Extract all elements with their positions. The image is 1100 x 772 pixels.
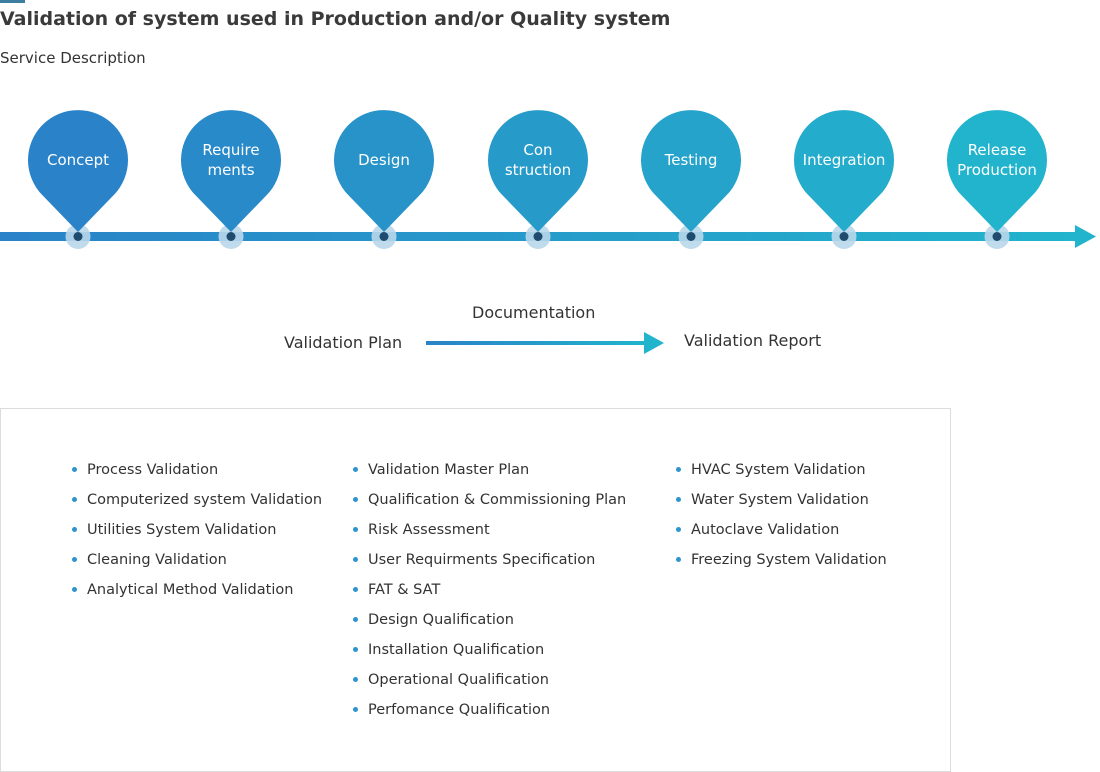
list-item: Process Validation (72, 461, 322, 491)
bullet-icon (676, 527, 681, 532)
process-timeline: Concept Require ments Design Con struction Tes… (0, 100, 1100, 260)
stage-label: Design (334, 150, 434, 170)
stage-label-line: Design (358, 151, 410, 169)
bullet-icon (353, 557, 358, 562)
documentation-arrowhead (644, 332, 664, 354)
stage-label-line: Integration (802, 151, 886, 169)
stage-label-line: Require (202, 141, 260, 159)
bullet-icon (353, 677, 358, 682)
timeline-node-dot (686, 232, 696, 241)
stage-label-line: Con (523, 141, 553, 159)
list-item: Validation Master Plan (353, 461, 626, 491)
bullet-icon (353, 497, 358, 502)
stage-label-line: Release (967, 141, 1027, 159)
stage-pin-marker (641, 110, 741, 232)
timeline-node-dot (73, 232, 83, 241)
timeline-node-dot (379, 232, 389, 241)
service-list-documents: Validation Master Plan Qualification & C… (353, 461, 626, 731)
list-item: Utilities System Validation (72, 521, 322, 551)
stage-pin-marker (947, 110, 1047, 232)
list-item: Perfomance Qualification (353, 701, 626, 731)
list-item: Freezing System Validation (676, 551, 887, 581)
documentation-arrow-line (426, 341, 646, 345)
stage-label-line: Testing (664, 151, 718, 169)
stage-label-line: struction (504, 161, 572, 179)
stage-pin-marker (794, 110, 894, 232)
bullet-icon (353, 647, 358, 652)
stage-label-line: Production (957, 161, 1037, 179)
stage-pin-marker (488, 110, 588, 232)
bullet-icon (72, 497, 77, 502)
list-item: Qualification & Commissioning Plan (353, 491, 626, 521)
bullet-icon (72, 527, 77, 532)
page-title: Validation of system used in Production … (0, 8, 671, 30)
bullet-icon (72, 467, 77, 472)
documentation-label: Documentation (472, 303, 596, 322)
bullet-icon (72, 587, 77, 592)
list-item: Design Qualification (353, 611, 626, 641)
bullet-icon (353, 587, 358, 592)
timeline-arrowhead (1075, 225, 1096, 248)
stage-label-line: Concept (46, 151, 110, 169)
list-item: Operational Qualification (353, 671, 626, 701)
timeline-node-dot (839, 232, 849, 241)
stage-pin-marker (181, 110, 281, 232)
stage-label-line: ments (207, 161, 255, 179)
bullet-icon (676, 557, 681, 562)
list-item: Cleaning Validation (72, 551, 322, 581)
stage-label: Integration (794, 150, 894, 170)
stage-label: Concept (28, 150, 128, 170)
list-item: Installation Qualification (353, 641, 626, 671)
stage-label: Con struction (488, 140, 588, 180)
bullet-icon (353, 617, 358, 622)
list-item: Autoclave Validation (676, 521, 887, 551)
stage-pin-marker (28, 110, 129, 232)
service-list-general: Process Validation Computerized system V… (72, 461, 322, 611)
list-item: Risk Assessment (353, 521, 626, 551)
header-accent-bar (0, 0, 25, 3)
list-item: FAT & SAT (353, 581, 626, 611)
stage-pin-marker (333, 110, 434, 232)
service-description-panel: Process Validation Computerized system V… (0, 408, 951, 772)
page-subtitle: Service Description (0, 49, 146, 67)
bullet-icon (72, 557, 77, 562)
timeline-node-dot (226, 232, 236, 241)
service-list-systems: HVAC System Validation Water System Vali… (676, 461, 887, 581)
validation-plan-label: Validation Plan (284, 333, 403, 352)
documentation-arrow (426, 332, 664, 354)
timeline-node-dot (533, 232, 543, 241)
timeline-graphic (0, 110, 1096, 249)
list-item: User Requirments Specification (353, 551, 626, 581)
list-item: Computerized system Validation (72, 491, 322, 521)
stage-label: Testing (641, 150, 741, 170)
bullet-icon (353, 707, 358, 712)
bullet-icon (676, 467, 681, 472)
list-item: Analytical Method Validation (72, 581, 322, 611)
stage-label: Require ments (181, 140, 281, 180)
list-item: HVAC System Validation (676, 461, 887, 491)
bullet-icon (353, 527, 358, 532)
bullet-icon (353, 467, 358, 472)
timeline-node-dot (992, 232, 1002, 241)
list-item: Water System Validation (676, 491, 887, 521)
validation-report-label: Validation Report (684, 331, 822, 350)
bullet-icon (676, 497, 681, 502)
